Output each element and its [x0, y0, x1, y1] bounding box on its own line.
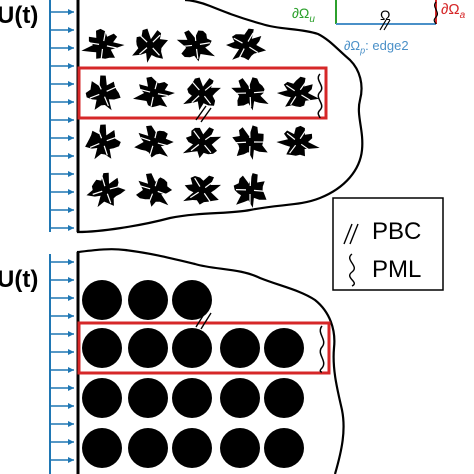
particle-disk — [220, 428, 260, 468]
particle-disk — [172, 280, 212, 320]
inflow-arrow — [50, 189, 74, 195]
top-particles — [81, 28, 320, 208]
particle-blob — [136, 173, 173, 207]
inflow-arrow — [50, 117, 74, 123]
particle-blob — [81, 28, 125, 59]
inflow-arrow — [50, 367, 74, 373]
particle-blob — [134, 125, 174, 158]
particle-blob — [231, 77, 269, 111]
bottom-panel — [49, 248, 345, 474]
inflow-arrow — [50, 81, 74, 87]
inflow-arrow — [50, 349, 74, 355]
particle-blob — [183, 175, 221, 205]
inflow-arrow — [50, 313, 74, 319]
particle-blob — [276, 125, 320, 157]
boundary-a-symbol: ∂Ω — [441, 1, 460, 18]
inflow-arrow — [50, 45, 74, 51]
boundary-p-sub: p — [360, 45, 366, 56]
inflow-arrow — [50, 421, 74, 427]
particle-blob — [276, 76, 320, 107]
bottom-particles — [82, 280, 304, 468]
inflow-arrow — [50, 225, 74, 231]
inflow-arrow — [50, 99, 74, 105]
pml-icon — [349, 253, 355, 287]
inflow-arrow — [50, 403, 74, 409]
particle-disk — [264, 328, 304, 368]
particle-blob — [226, 28, 267, 61]
top-domain-outline — [76, 0, 364, 234]
top-inflow-arrows — [50, 9, 74, 231]
particle-blob — [176, 30, 215, 62]
inset-domain — [335, 0, 439, 31]
boundary-u-label: ∂Ωu — [292, 5, 315, 25]
inflow-arrow — [50, 439, 74, 445]
particle-disk — [264, 428, 304, 468]
particle-disk — [220, 328, 260, 368]
particle-disk — [220, 378, 260, 418]
particle-disk — [128, 428, 168, 468]
boundary-u-sub: u — [309, 13, 315, 25]
particle-disk — [128, 280, 168, 320]
particle-disk — [172, 378, 212, 418]
particle-disk — [172, 428, 212, 468]
top-pml-mark — [317, 73, 323, 119]
inset-pml-wiggle — [433, 1, 439, 25]
top-panel — [49, 0, 364, 234]
top-highlight-box — [77, 66, 328, 120]
bottom-domain-outline — [76, 248, 345, 474]
particle-disk — [128, 328, 168, 368]
legend — [332, 197, 444, 291]
bottom-inflow-label: U(t) — [0, 266, 39, 293]
top-inflow-label: U(t) — [0, 2, 39, 29]
top-pbc-mark — [195, 105, 212, 123]
inflow-arrow — [50, 259, 74, 265]
legend-pbc-label: PBC — [372, 218, 422, 245]
particle-blob — [233, 173, 267, 208]
particle-disk — [82, 378, 122, 418]
inflow-arrow — [50, 457, 74, 463]
legend-pml-label: PML — [372, 256, 422, 283]
inflow-arrow — [50, 331, 74, 337]
particle-blob — [182, 127, 222, 159]
inflow-arrow — [50, 63, 74, 69]
particle-blob — [232, 125, 268, 160]
particle-disk — [172, 328, 212, 368]
boundary-p-suffix: : edge2 — [365, 38, 409, 53]
particle-blob — [132, 28, 168, 63]
inset-pbc-mark — [379, 19, 391, 31]
particle-disk — [82, 280, 122, 320]
pbc-icon — [343, 223, 359, 245]
bottom-pml-mark — [319, 325, 325, 373]
inflow-arrow — [50, 171, 74, 177]
inflow-arrow — [50, 207, 74, 213]
particle-blob — [85, 75, 121, 111]
bottom-inflow-arrows — [50, 259, 74, 463]
bottom-pbc-mark — [195, 310, 212, 330]
particle-disk — [264, 378, 304, 418]
inflow-arrow — [50, 385, 74, 391]
particle-disk — [82, 328, 122, 368]
particle-blob — [183, 77, 221, 111]
particle-blob — [86, 172, 126, 208]
inflow-arrow — [50, 295, 74, 301]
boundary-p-symbol: ∂Ω — [344, 38, 361, 53]
inflow-arrow — [50, 27, 74, 33]
inflow-arrow — [50, 153, 74, 159]
particle-disk — [82, 428, 122, 468]
inflow-arrow — [50, 277, 74, 283]
boundary-a-label: ∂Ωa — [441, 1, 465, 21]
particle-blob — [133, 76, 175, 108]
boundary-p-label: ∂Ωp: edge2 — [344, 38, 409, 56]
boundary-a-sub: a — [459, 10, 466, 21]
legend-box — [332, 197, 444, 291]
particle-blob — [85, 124, 121, 160]
particle-disk — [128, 378, 168, 418]
boundary-u-symbol: ∂Ω — [292, 5, 310, 21]
inflow-arrow — [50, 9, 74, 15]
inset-domain-label: Ω — [380, 7, 391, 23]
inflow-arrow — [50, 135, 74, 141]
